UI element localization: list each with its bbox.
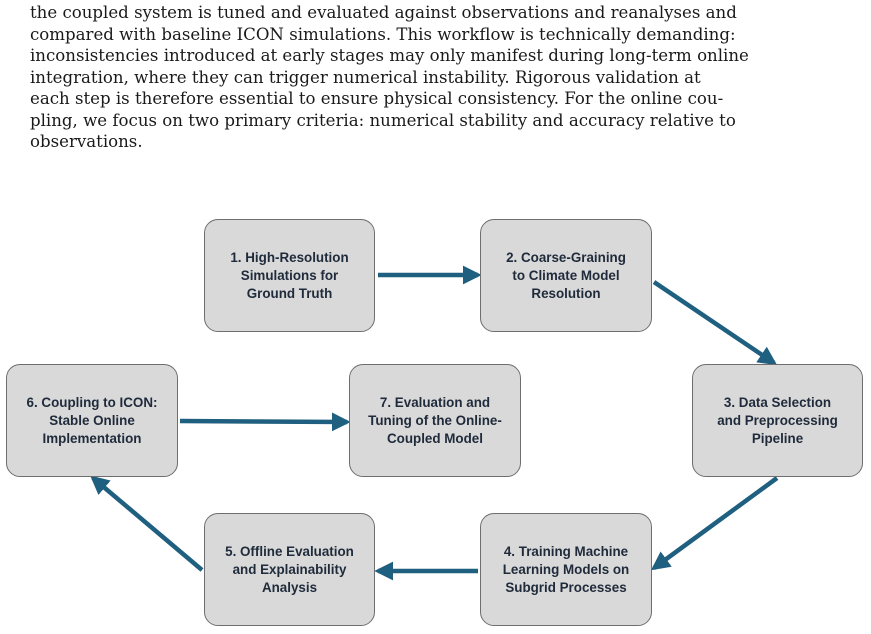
step-1-line: Ground Truth <box>246 285 333 301</box>
step-7-label: 7. Evaluation and Tuning of the Online- … <box>368 394 502 448</box>
paragraph-line: the coupled system is tuned and evaluate… <box>30 3 737 22</box>
paragraph-line: observations. <box>30 132 143 151</box>
paragraph-line: pling, we focus on two primary criteria:… <box>30 110 736 130</box>
body-paragraph: the coupled system is tuned and evaluate… <box>30 2 820 153</box>
arrow-2-to-3 <box>652 280 778 366</box>
arrow-6-to-7 <box>179 412 351 432</box>
step-5-label: 5. Offline Evaluation and Explainability… <box>225 543 354 597</box>
paragraph-line: compared with baseline ICON simulations.… <box>30 24 736 44</box>
step-2-line: 2. Coarse-Graining <box>506 249 626 265</box>
step-5-line: 5. Offline Evaluation <box>225 543 354 559</box>
step-4-label: 4. Training Machine Learning Models on S… <box>503 543 629 597</box>
step-7-line: Coupled Model <box>387 430 483 446</box>
step-1-line: Simulations for <box>240 267 339 283</box>
step-5-line: Analysis <box>261 579 318 595</box>
step-6-line: 6. Coupling to ICON: <box>26 394 158 410</box>
step-7-line: Tuning of the Online- <box>368 412 502 428</box>
arrow-3-to-4 <box>650 476 779 571</box>
step-6-line: Stable Online <box>49 412 135 428</box>
step-3-label: 3. Data Selection and Preprocessing Pipe… <box>717 394 838 448</box>
arrow-5-to-6 <box>90 475 204 572</box>
step-2-box: 2. Coarse-Graining to Climate Model Reso… <box>480 219 652 332</box>
step-4-box: 4. Training Machine Learning Models on S… <box>480 513 652 626</box>
step-3-line: Pipeline <box>751 430 804 446</box>
step-2-label: 2. Coarse-Graining to Climate Model Reso… <box>506 249 626 303</box>
step-3-line: 3. Data Selection <box>723 394 832 410</box>
step-2-line: to Climate Model <box>512 267 620 283</box>
paragraph-line: each step is therefore essential to ensu… <box>30 89 724 108</box>
step-7-line: 7. Evaluation and <box>379 394 491 410</box>
step-3-box: 3. Data Selection and Preprocessing Pipe… <box>692 364 863 477</box>
paragraph-line: integration, where they can trigger nume… <box>30 67 701 87</box>
step-7-box: 7. Evaluation and Tuning of the Online- … <box>349 364 521 477</box>
paragraph-line: inconsistencies introduced at early stag… <box>30 46 749 65</box>
step-1-line: 1. High-Resolution <box>230 249 349 265</box>
step-6-label: 6. Coupling to ICON: Stable Online Imple… <box>27 394 158 448</box>
step-3-line: and Preprocessing <box>717 412 838 428</box>
step-2-line: Resolution <box>531 285 601 301</box>
step-6-line: Implementation <box>42 430 142 446</box>
step-1-box: 1. High-Resolution Simulations for Groun… <box>204 219 375 332</box>
step-5-line: and Explainability <box>232 561 347 577</box>
step-4-line: 4. Training Machine <box>503 543 629 559</box>
step-1-label: 1. High-Resolution Simulations for Groun… <box>230 249 348 303</box>
step-4-line: Subgrid Processes <box>505 579 627 595</box>
step-5-box: 5. Offline Evaluation and Explainability… <box>204 513 375 626</box>
step-4-line: Learning Models on <box>502 561 630 577</box>
step-6-box: 6. Coupling to ICON: Stable Online Imple… <box>6 364 178 477</box>
